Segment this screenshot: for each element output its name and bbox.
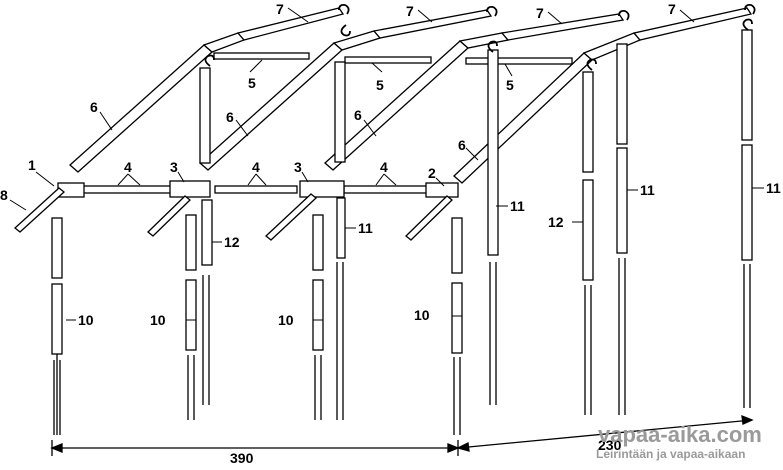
dimension-depth-label: 230 xyxy=(598,437,622,453)
label-3-b: 3 xyxy=(294,159,302,175)
label-1: 1 xyxy=(28,157,36,173)
roof-cross-bar-2 xyxy=(344,56,432,64)
hook-8 xyxy=(586,58,597,71)
label-4-a: 4 xyxy=(124,159,132,175)
center-connector-1 xyxy=(169,180,211,198)
label-11-b: 11 xyxy=(510,198,525,214)
roof-cross-bar-3 xyxy=(465,57,573,65)
rafter-1 xyxy=(69,32,246,173)
extension-3 xyxy=(500,13,625,41)
leader-lines xyxy=(9,7,764,321)
rafter-3 xyxy=(324,32,510,171)
label-6-c: 6 xyxy=(354,107,362,123)
center-connector-2 xyxy=(299,180,345,198)
hook-4 xyxy=(744,3,756,15)
dimension-depth-line xyxy=(456,414,754,452)
eave-bar-2 xyxy=(214,185,298,194)
label-5-b: 5 xyxy=(376,77,384,93)
front-stub-4 xyxy=(405,195,453,241)
label-4-c: 4 xyxy=(380,159,388,175)
label-7-b: 7 xyxy=(406,3,414,19)
middle-leg-2 xyxy=(334,61,346,420)
label-5-a: 5 xyxy=(248,75,256,91)
label-3-a: 3 xyxy=(170,159,178,175)
middle-leg-4 xyxy=(616,43,628,415)
label-7-c: 7 xyxy=(536,5,544,21)
front-leg-1 xyxy=(51,217,63,435)
corner-connector-2 xyxy=(425,182,459,198)
label-10-a: 10 xyxy=(78,312,94,328)
rear-leg-1 xyxy=(201,199,213,266)
extension-4 xyxy=(632,7,753,41)
hook-5 xyxy=(204,54,215,67)
hook-1 xyxy=(338,3,350,15)
front-leg-4 xyxy=(451,217,463,435)
roof-cross-bar-1 xyxy=(213,52,310,60)
middle-leg-5 xyxy=(741,29,753,408)
extension-1 xyxy=(236,7,345,41)
rafter-2 xyxy=(199,30,382,171)
hook-7 xyxy=(487,40,498,53)
extension-2 xyxy=(372,9,493,39)
eave-bar-3 xyxy=(343,185,430,194)
label-6-d: 6 xyxy=(458,137,466,153)
hook-6 xyxy=(340,24,351,37)
label-10-c: 10 xyxy=(278,312,294,328)
label-7-a: 7 xyxy=(276,1,284,17)
dimension-width-label: 390 xyxy=(230,450,254,465)
rafter-4 xyxy=(453,32,642,184)
hook-9 xyxy=(742,18,753,31)
front-stub-1 xyxy=(13,187,66,233)
hook-2 xyxy=(486,5,498,17)
front-stub-3 xyxy=(265,193,317,241)
label-10-d: 10 xyxy=(414,307,430,323)
label-11-a: 11 xyxy=(358,220,373,236)
label-6-b: 6 xyxy=(226,109,234,125)
label-2: 2 xyxy=(428,165,436,181)
front-leg-3 xyxy=(312,214,324,420)
front-leg-2 xyxy=(185,214,197,420)
label-8: 8 xyxy=(0,187,8,203)
label-4-b: 4 xyxy=(252,159,260,175)
label-12-b: 12 xyxy=(548,214,564,230)
dimension-width-line xyxy=(50,440,460,456)
middle-leg-1 xyxy=(199,67,211,405)
label-10-b: 10 xyxy=(150,312,166,328)
eave-bar-1 xyxy=(81,185,175,194)
label-6-a: 6 xyxy=(90,99,98,115)
middle-leg-3 xyxy=(487,49,499,405)
label-5-c: 5 xyxy=(506,77,514,93)
hook-3 xyxy=(618,9,630,21)
rear-leg-2 xyxy=(582,71,594,415)
watermark-site: vapaa-aika.com xyxy=(598,422,762,447)
label-12-a: 12 xyxy=(224,234,240,250)
label-11-d: 11 xyxy=(766,180,781,196)
watermark-tagline: Leirintään ja vapaa-aikaan xyxy=(596,447,745,461)
front-stub-2 xyxy=(147,195,191,237)
label-11-c: 11 xyxy=(640,182,655,198)
label-7-d: 7 xyxy=(668,1,676,17)
